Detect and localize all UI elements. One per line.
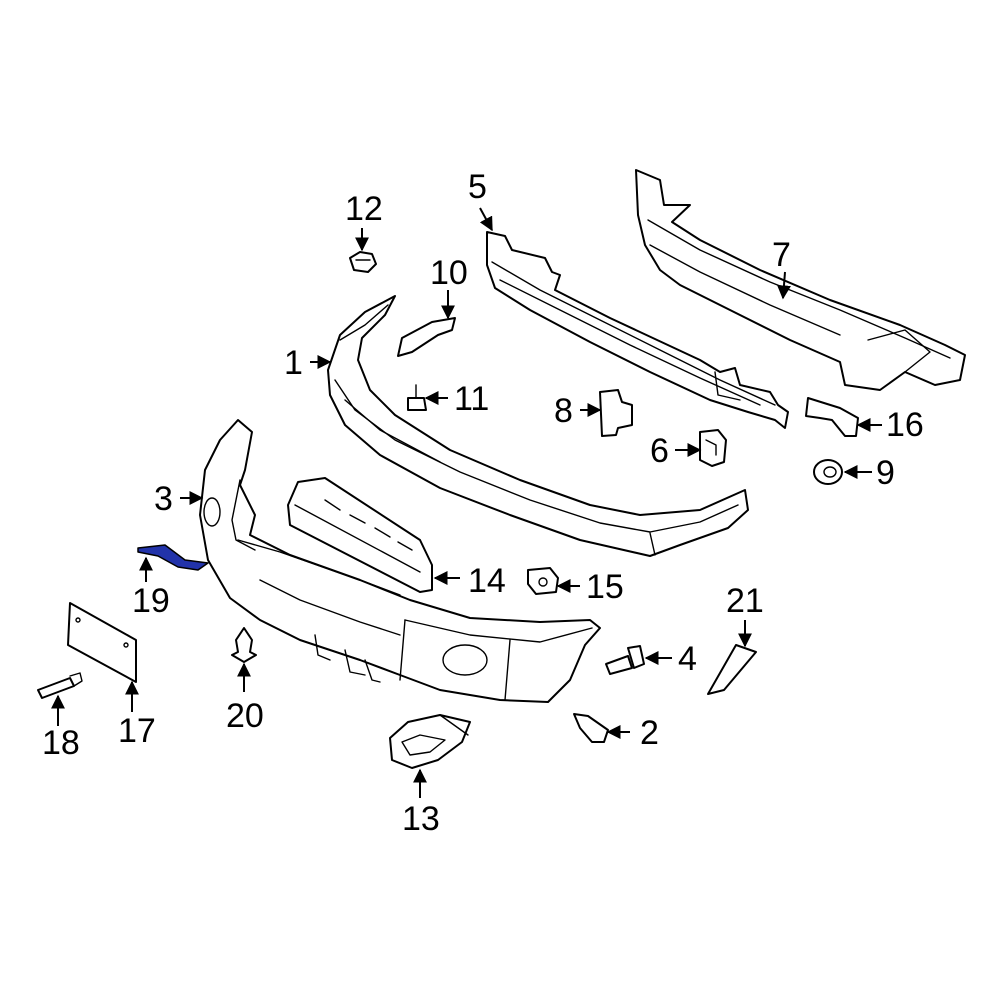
part-1-bumper-cover[interactable] [327,295,749,557]
callout-3[interactable]: 3 [154,480,173,518]
callout-2[interactable]: 2 [640,714,659,752]
part-18-push-pin[interactable] [37,672,83,699]
callout-1[interactable]: 1 [284,344,303,382]
part-10-bracket[interactable] [397,317,456,357]
part-3-front-bumper[interactable] [199,419,601,703]
part-11-bolt[interactable] [407,384,427,411]
callout-20[interactable]: 20 [226,697,264,735]
part-21-trim-strip[interactable] [707,644,757,695]
callout-18[interactable]: 18 [42,724,80,762]
callout-17[interactable]: 17 [118,712,156,750]
part-14-grille-insert[interactable] [287,477,433,593]
callout-11[interactable]: 11 [454,380,489,418]
callout-labels: 1 2 3 4 5 6 7 8 9 10 11 12 13 14 15 16 1… [42,168,924,838]
part-9-grommet[interactable] [813,459,843,485]
part-13-fog-lamp[interactable] [389,714,471,769]
callout-12[interactable]: 12 [345,190,383,228]
part-7-reinforcement-bar[interactable] [635,169,966,391]
leader-lines [51,207,882,798]
callout-15[interactable]: 15 [586,568,624,606]
part-17-license-bracket[interactable] [67,602,137,683]
callout-8[interactable]: 8 [554,392,573,430]
callout-9[interactable]: 9 [876,454,895,492]
callout-16[interactable]: 16 [886,406,924,444]
part-5-bumper-bar[interactable] [486,231,789,429]
callout-14[interactable]: 14 [468,562,506,600]
leader-5 [479,207,493,232]
part-8-clip[interactable] [599,389,633,437]
callout-19[interactable]: 19 [132,582,170,620]
part-12-nut[interactable] [349,251,377,273]
callout-4[interactable]: 4 [678,640,697,678]
part-16-bracket[interactable] [805,397,859,437]
callout-5[interactable]: 5 [468,168,487,206]
part-19-highlighted[interactable] [137,544,209,571]
callout-7[interactable]: 7 [772,236,791,274]
callout-6[interactable]: 6 [650,432,669,470]
part-20-push-clip[interactable] [231,627,257,663]
part-15-cover[interactable] [527,567,559,595]
callout-13[interactable]: 13 [402,800,440,838]
part-2-push-clip[interactable] [573,713,609,743]
part-6-clip[interactable] [699,429,727,467]
leader-7 [776,271,791,300]
callout-21[interactable]: 21 [726,582,764,620]
callout-10[interactable]: 10 [430,254,468,292]
part-4-bolt[interactable] [605,645,645,675]
